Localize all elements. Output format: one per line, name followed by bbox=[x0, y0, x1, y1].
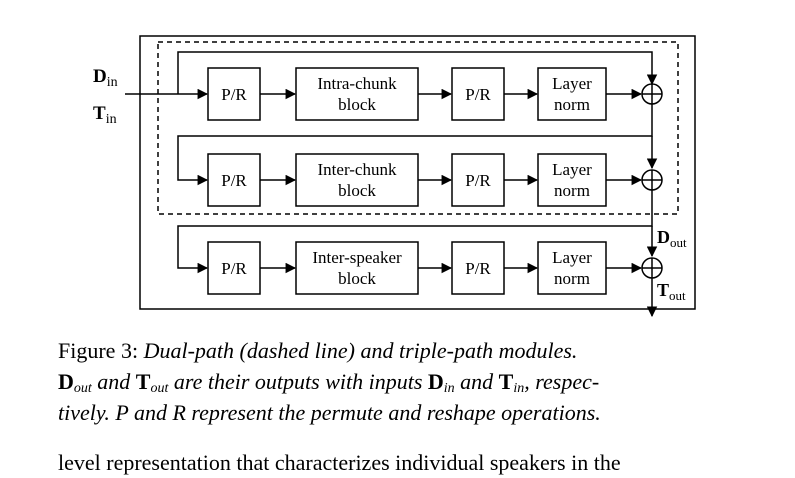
row2-norm-line1: Layer bbox=[552, 160, 592, 179]
row3-pr1-box bbox=[207, 241, 261, 295]
row2-norm-line2: norm bbox=[554, 181, 590, 200]
row1-sum-icon bbox=[641, 83, 663, 105]
row2-to-row3-path bbox=[177, 190, 653, 274]
row2-block-line2: block bbox=[338, 181, 376, 200]
row3-block-line1: Inter-speaker bbox=[312, 248, 402, 267]
caption-part2: are their outputs with inputs bbox=[173, 369, 423, 394]
caption-d-in-sub: in bbox=[443, 381, 455, 396]
caption-d-in: D bbox=[427, 369, 444, 394]
body-text-cut-line: level representation that characterizes … bbox=[58, 450, 621, 475]
row1-block-line1: Intra-chunk bbox=[317, 74, 397, 93]
input-t-label: Tin bbox=[93, 103, 117, 127]
row3-pr2-label: P/R bbox=[465, 259, 491, 278]
row1-norm-line1: Layer bbox=[552, 74, 592, 93]
figure-caption: Figure 3: Dual-path (dashed line) and tr… bbox=[58, 335, 758, 428]
row1-to-row2-path bbox=[177, 104, 653, 186]
row3-sum-icon bbox=[641, 257, 663, 279]
caption-d-out: D bbox=[58, 369, 74, 394]
row1-pr2-box bbox=[451, 67, 505, 121]
triple-path-diagram: Din Tin P/R Intra-chunk block P/R Layer … bbox=[93, 35, 696, 318]
row3-norm-line2: norm bbox=[554, 269, 590, 288]
caption-line-2: Dout and Tout are their outputs with inp… bbox=[58, 366, 758, 397]
row1-pr1-label: P/R bbox=[221, 85, 247, 104]
caption-label: Figure 3: bbox=[58, 338, 139, 363]
caption-t-out-sub: out bbox=[150, 381, 169, 396]
caption-part1: Dual-path (dashed line) and triple-path … bbox=[143, 338, 578, 363]
row1-norm-line2: norm bbox=[554, 95, 590, 114]
output-d-label: Dout bbox=[657, 227, 687, 250]
row2-pr1-box bbox=[207, 153, 261, 207]
row3-norm-line1: Layer bbox=[552, 248, 592, 267]
caption-t-out: T bbox=[135, 369, 151, 394]
row3-block-box bbox=[295, 241, 419, 295]
row3-block-line2: block bbox=[338, 269, 376, 288]
caption-line-3: tively. P and R represent the permute an… bbox=[58, 400, 601, 425]
row2-block-box bbox=[295, 153, 419, 207]
dual-path-dashed-frame bbox=[157, 41, 679, 215]
caption-t-in: T bbox=[498, 369, 514, 394]
row1-block-line2: block bbox=[338, 95, 376, 114]
caption-line-1: Figure 3: Dual-path (dashed line) and tr… bbox=[58, 335, 758, 366]
row2-norm-box bbox=[537, 153, 607, 207]
row1-pr2-label: P/R bbox=[465, 85, 491, 104]
row2-pr2-label: P/R bbox=[465, 171, 491, 190]
caption-part3: , respec- bbox=[524, 369, 600, 394]
input-d-label: Din bbox=[93, 66, 118, 90]
caption-and-2: and bbox=[460, 369, 494, 394]
row3-pr2-box bbox=[451, 241, 505, 295]
output-t-label: Tout bbox=[657, 280, 686, 303]
row2-block-line1: Inter-chunk bbox=[318, 160, 397, 179]
row3-norm-box bbox=[537, 241, 607, 295]
row2-pr1-label: P/R bbox=[221, 171, 247, 190]
row1-residual-path bbox=[177, 51, 658, 94]
caption-d-out-sub: out bbox=[73, 381, 92, 396]
outer-frame bbox=[139, 35, 696, 310]
row3-pr1-label: P/R bbox=[221, 259, 247, 278]
caption-and-1: and bbox=[97, 369, 131, 394]
caption-t-in-sub: in bbox=[513, 381, 525, 396]
row2-sum-icon bbox=[641, 169, 663, 191]
